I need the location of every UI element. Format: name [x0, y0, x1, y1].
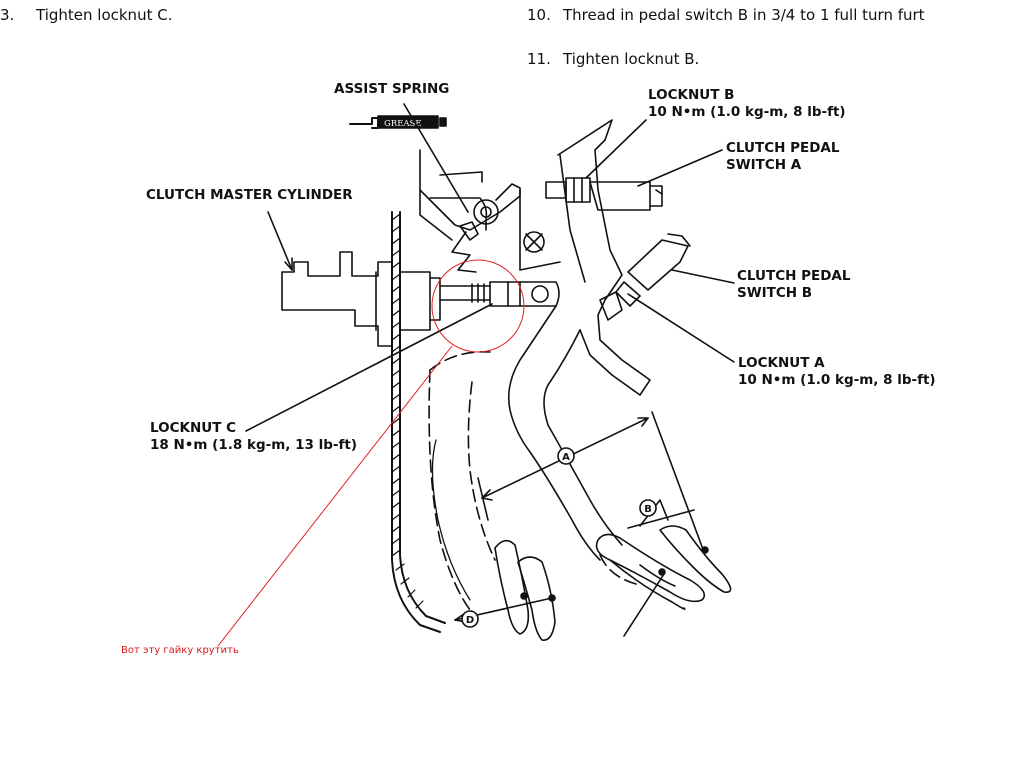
dimension-d-label: D — [466, 615, 474, 626]
dimension-marker-a: A — [557, 447, 575, 465]
leader-lines — [245, 103, 735, 432]
annotation-note: Вот эту гайку крутить — [121, 645, 239, 656]
assist-spring-label: ASSIST SPRING — [334, 81, 450, 97]
locknut-c-label: LOCKNUT C 18 N•m (1.8 kg-m, 13 lb-ft) — [150, 420, 357, 454]
locknut-a-label: LOCKNUT A 10 N•m (1.0 kg-m, 8 lb-ft) — [738, 355, 936, 389]
step-10: 10. Thread in pedal switch B in 3/4 to 1 … — [527, 6, 947, 24]
switch-b-line-2: SWITCH B — [737, 285, 813, 301]
step-3-number: 3. — [0, 6, 15, 24]
clutch-pedal-switch-b-label: CLUTCH PEDAL SWITCH B — [737, 268, 850, 302]
dimension-a-label: A — [562, 452, 570, 463]
clutch-pedal-arm — [507, 305, 706, 610]
assist-spring — [451, 231, 477, 273]
clutch-pedal-switch-a-drawing — [545, 177, 663, 211]
locknut-c-title: LOCKNUT C — [150, 420, 237, 436]
dimension-marker-b: B — [639, 499, 657, 517]
step-11-number: 11. — [527, 50, 551, 68]
pedal-travel-outline — [431, 439, 471, 601]
red-annotation — [217, 259, 525, 647]
step-3-text: Tighten locknut C. — [36, 6, 173, 24]
locknut-a-torque: 10 N•m (1.0 kg-m, 8 lb-ft) — [738, 372, 936, 388]
switch-a-line-2: SWITCH A — [726, 157, 802, 173]
locknut-c-highlight-circle — [431, 259, 525, 353]
locknut-b-label: LOCKNUT B 10 N•m (1.0 kg-m, 8 lb-ft) — [648, 87, 846, 121]
pedal-pads — [494, 525, 732, 641]
dimension-lines — [454, 411, 709, 637]
pedal-bracket — [419, 119, 651, 396]
grease-label: GREASE — [384, 119, 422, 129]
switch-b-line-1: CLUTCH PEDAL — [737, 268, 851, 284]
locknut-b-title: LOCKNUT B — [648, 87, 735, 103]
grease-tube-icon: GREASE — [349, 115, 447, 129]
dimension-b-label: B — [644, 504, 652, 515]
locknut-b-torque: 10 N•m (1.0 kg-m, 8 lb-ft) — [648, 104, 846, 120]
step-11-text: Tighten locknut B. — [563, 50, 700, 68]
switch-a-line-1: CLUTCH PEDAL — [726, 140, 840, 156]
firewall — [391, 211, 446, 633]
step-10-number: 10. — [527, 6, 551, 24]
dimension-marker-d: D — [461, 610, 479, 628]
master-cylinder — [281, 251, 560, 347]
locknut-a-title: LOCKNUT A — [738, 355, 825, 371]
step-11: 11. Tighten locknut B. — [527, 50, 699, 68]
master-cylinder-label: CLUTCH MASTER CYLINDER — [146, 187, 353, 203]
step-10-text: Thread in pedal switch B in 3/4 to 1 ful… — [563, 6, 925, 24]
floor-contour — [428, 351, 641, 611]
annotation-pointer-line — [217, 345, 453, 647]
locknut-c-torque: 18 N•m (1.8 kg-m, 13 lb-ft) — [150, 437, 357, 453]
clutch-pedal-switch-b-drawing — [599, 233, 691, 321]
step-3: 3. Tighten locknut C. — [0, 6, 172, 24]
clutch-pedal-switch-a-label: CLUTCH PEDAL SWITCH A — [726, 140, 839, 174]
